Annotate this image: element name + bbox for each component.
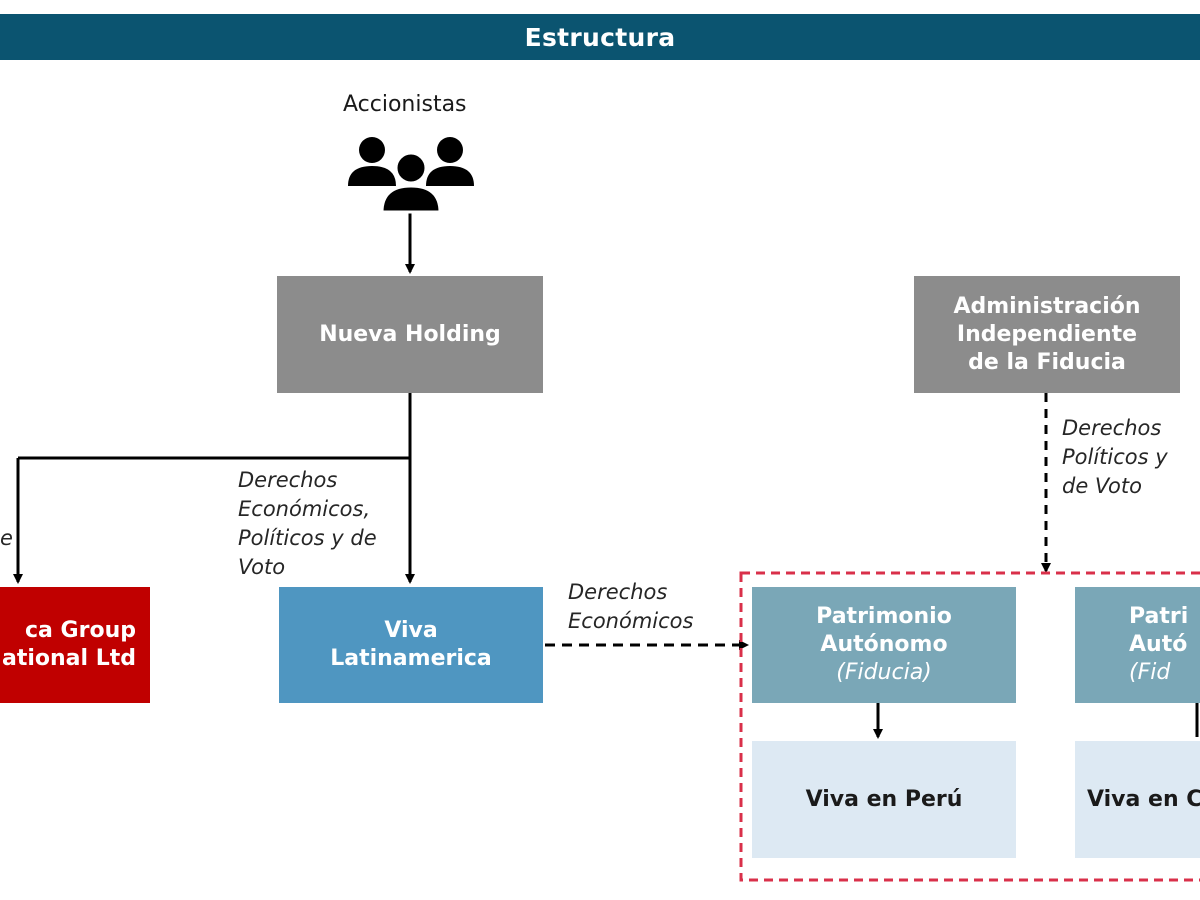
node-admin-fiducia-line2: Independiente	[956, 321, 1138, 347]
node-patrimonio-2-line1: Patri	[1129, 604, 1189, 629]
node-viva-latinamerica: Viva Latinamerica	[279, 587, 543, 703]
edge-label-economic-political-voting: Derechos Económicos, Políticos y de Voto	[238, 468, 377, 579]
node-viva-peru-label: Viva en Perú	[805, 786, 963, 812]
node-patrimonio-1-line2: Autónomo	[820, 632, 948, 657]
edge-label-political-voting: Derechos Políticos y de Voto	[1062, 416, 1168, 498]
node-viva-peru: Viva en Perú	[752, 741, 1016, 858]
diagram-title: Estructura	[0, 14, 1200, 60]
node-patrimonio-2-line2: Autó	[1129, 632, 1188, 657]
node-admin-fiducia-line1: Administración	[953, 293, 1141, 319]
node-red-company-line1: ca Group	[25, 618, 136, 643]
node-nueva-holding: Nueva Holding	[277, 276, 543, 393]
node-nueva-holding-label: Nueva Holding	[319, 321, 501, 347]
node-admin-fiducia-line3: de la Fiducia	[968, 349, 1126, 375]
node-admin-fiducia: Administración Independiente de la Fiduc…	[914, 276, 1180, 393]
node-patrimonio-autonomo-2: Patri Autó (Fid	[1075, 587, 1200, 703]
node-patrimonio-autonomo-1: Patrimonio Autónomo (Fiducia)	[752, 587, 1016, 703]
node-patrimonio-1-sub: (Fiducia)	[836, 660, 932, 685]
node-patrimonio-1-line1: Patrimonio	[816, 604, 952, 629]
node-patrimonio-2-sub: (Fid	[1129, 660, 1171, 685]
shareholders-label: Accionistas	[343, 92, 467, 117]
node-viva-latam-line1: Viva	[384, 618, 438, 643]
edge-label-economic-rights: Derechos Económicos	[568, 580, 694, 633]
node-viva-latam-line2: Latinamerica	[330, 646, 492, 671]
node-viva-other: Viva en C	[1075, 741, 1200, 858]
node-viva-other-label: Viva en C	[1087, 786, 1200, 812]
people-group-icon	[348, 137, 474, 214]
trust-enclosure	[739, 571, 1200, 882]
node-red-company-line2: ational Ltd	[1, 646, 136, 671]
edge-label-left-fragment: e	[0, 526, 13, 550]
node-red-company: ca Group ational Ltd	[0, 587, 150, 703]
